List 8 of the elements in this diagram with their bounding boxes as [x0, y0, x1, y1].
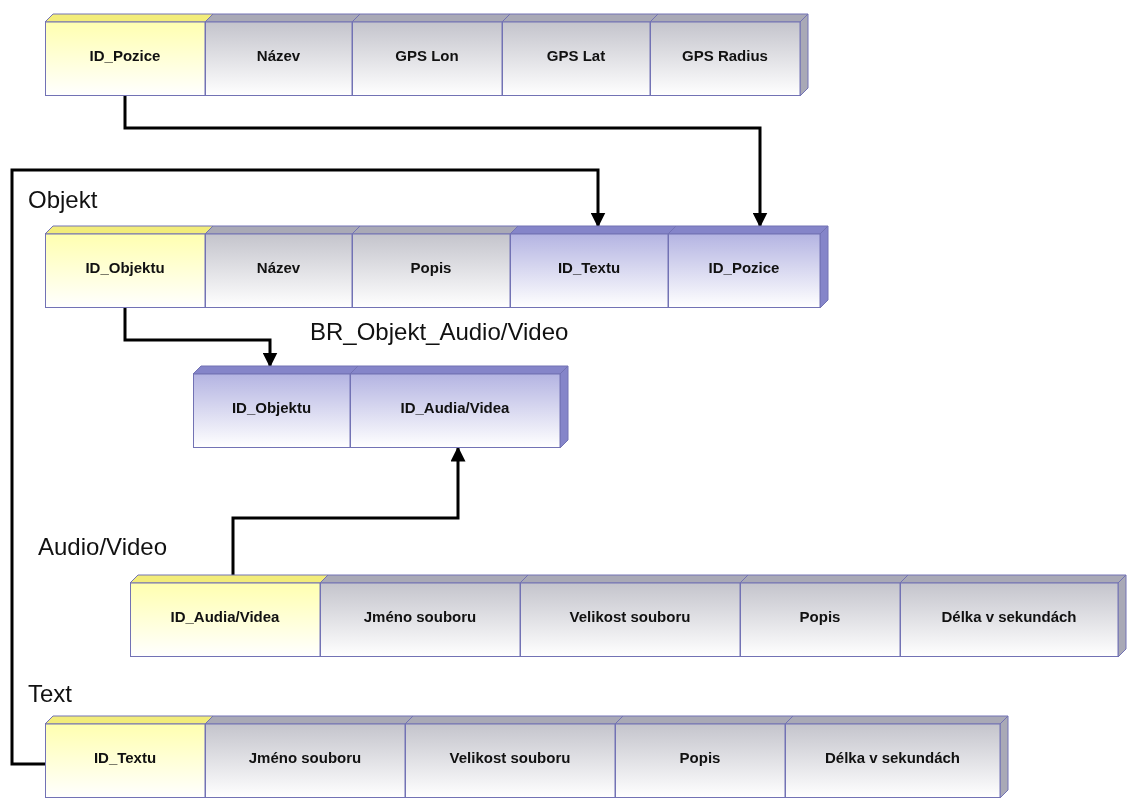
connector-arrow [10, 168, 606, 766]
connector-arrow [231, 446, 466, 575]
table-name: Text [28, 680, 72, 708]
connector-arrow [123, 96, 768, 228]
table-name: Audio/Video [38, 533, 167, 561]
connector-arrow [123, 308, 278, 368]
table-name: BR_Objekt_Audio/Video [310, 318, 569, 346]
table-name: Objekt [28, 186, 98, 214]
